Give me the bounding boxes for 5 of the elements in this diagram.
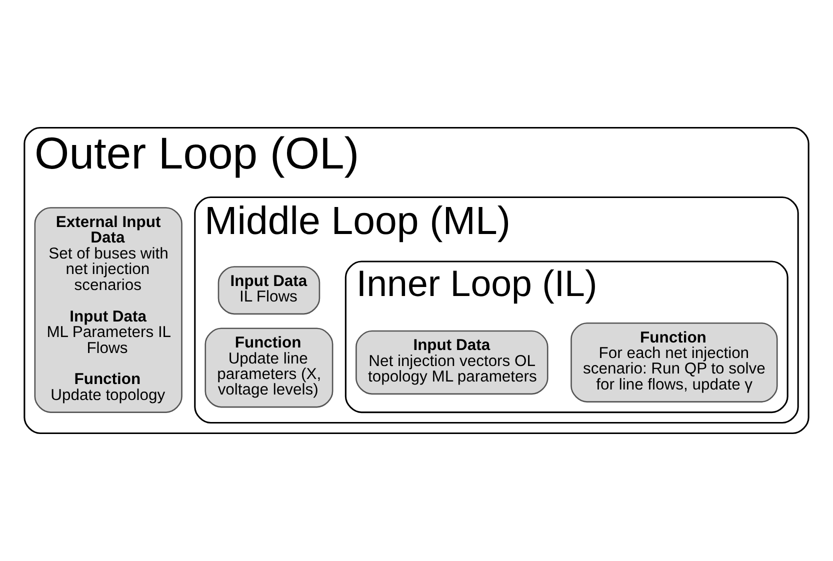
node-box: Function Update line parameters (X, voltage levels) [204, 328, 334, 408]
node-box: Function For each net injection scenario: Run QP to solve for line flows, update γ [570, 322, 778, 402]
node-box: Input Data Net injection vectors OL topology ML parameters [356, 330, 548, 395]
node-box: External Input Data Set of buses with net injection scenarios Input Data ML Parameters IL Flows Function Update topology [34, 207, 182, 413]
node-box: Input Data IL Flows [218, 266, 320, 315]
